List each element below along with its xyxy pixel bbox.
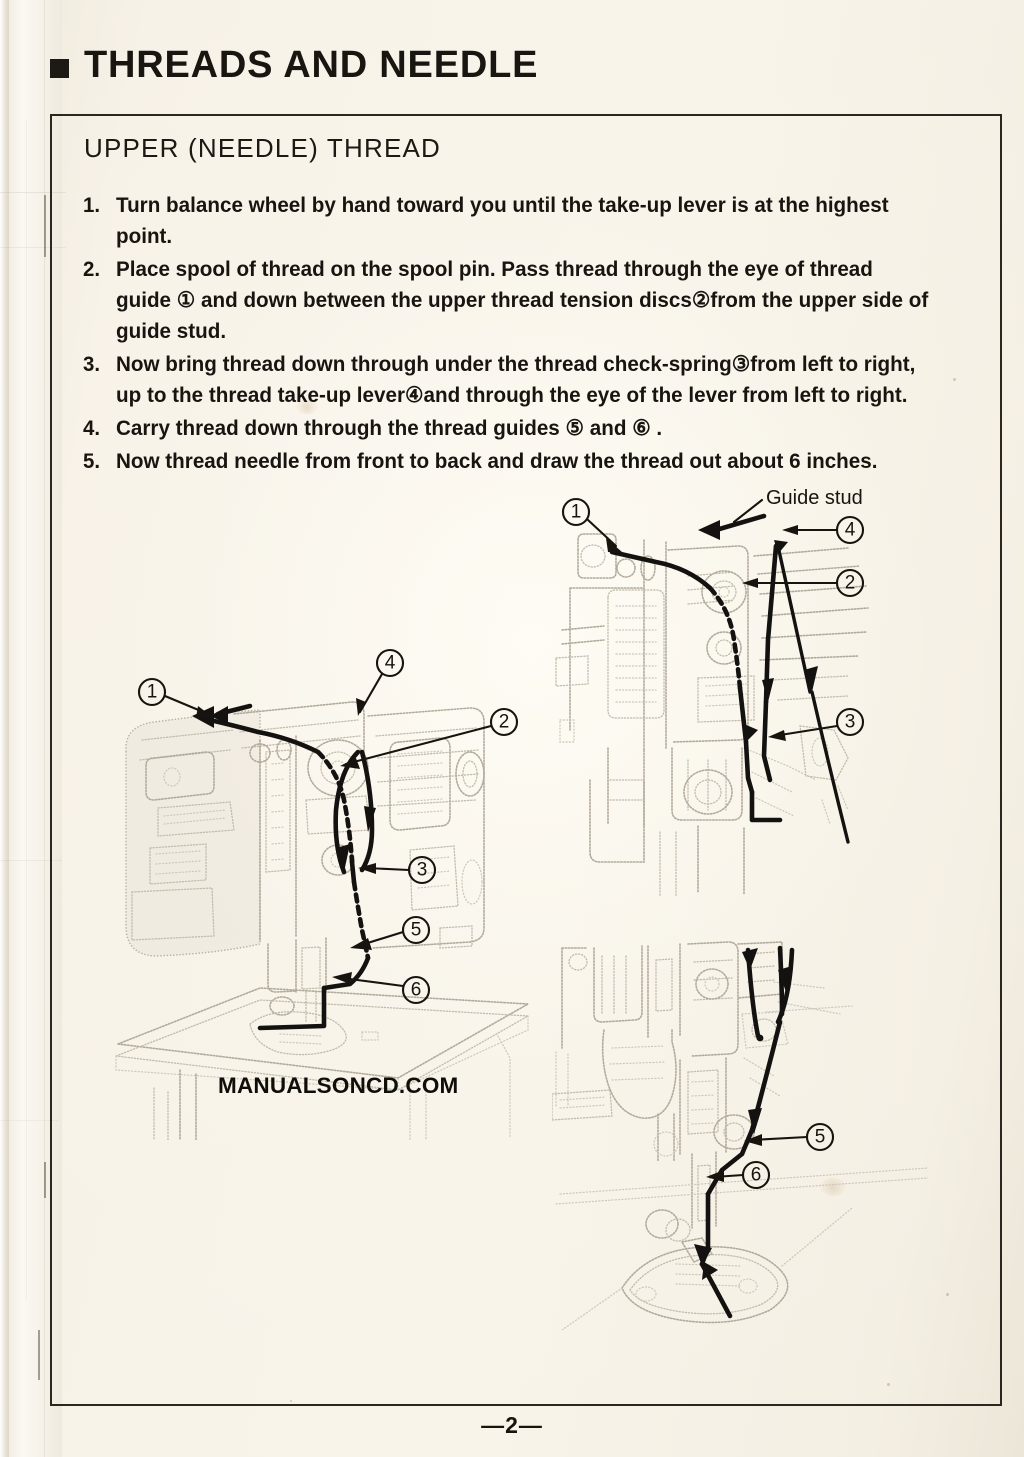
sewing-machine-full-drawing: 1 4 2 3 [115,648,530,1140]
instruction-step: 5. Now thread needle from front to back … [83,446,963,477]
binding-tick [38,1330,40,1380]
callout-6: 6 [332,972,431,1005]
figure-needle-bar-detail: 5 6 [552,918,928,1330]
callout-1-label: 1 [571,502,582,523]
callout-6: 6 [706,1160,771,1190]
instruction-step: 4. Carry thread down through the thread … [83,413,963,444]
section-heading: UPPER (NEEDLE) THREAD [84,133,442,163]
figure-sewing-machine-full: 1 4 2 3 [110,640,530,1140]
page-left-edge [0,0,9,1457]
callout-3: 3 [768,707,865,741]
page-title: THREADS AND NEEDLE [84,44,539,86]
thread-path [694,945,795,1319]
content-border-box [50,114,1002,1406]
machine-head-detail-drawing: Guide stud 1 4 2 [555,487,869,897]
step-text: Turn balance wheel by hand toward you un… [116,193,889,248]
machine-outline [555,533,869,897]
callout-3: 3 [358,855,437,885]
step-number: 5. [83,449,101,473]
paper-crease [44,0,45,1457]
callout-5: 5 [350,915,431,950]
page-header: THREADS AND NEEDLE [50,44,538,87]
callout-2-label: 2 [499,712,510,733]
callout-5: 5 [744,1122,835,1152]
callout-4-label: 4 [385,653,396,674]
paper-crease [26,120,27,1300]
needle-bar-detail-drawing: 5 6 [552,941,928,1330]
instruction-step: 1. Turn balance wheel by hand toward you… [83,190,963,252]
step-text: Carry thread down through the thread gui… [116,416,663,440]
guide-stud-label: Guide stud [766,487,863,509]
machine-outline [115,701,530,1140]
callout-6-label: 6 [411,980,422,1001]
step-text: Place spool of thread on the spool pin. … [116,257,929,343]
callout-4: 4 [356,648,405,716]
step-text: Now bring thread down through under the … [116,352,916,407]
watermark-text: MANUALSONCD.COM [218,1073,459,1098]
callout-2: 2 [340,707,519,769]
callout-4-label: 4 [845,520,856,541]
callout-4: 4 [782,515,865,545]
instruction-list: 1. Turn balance wheel by hand toward you… [83,190,963,479]
callout-2: 2 [742,568,865,598]
callout-1-label: 1 [147,682,158,703]
figure-machine-head-detail: Guide stud 1 4 2 [548,480,928,900]
thread-path [609,540,850,844]
callout-3-label: 3 [417,860,428,881]
binding-tick [44,195,46,257]
binding-tick [44,1162,46,1198]
step-number: 3. [83,352,101,376]
callout-1: 1 [561,497,622,552]
step-text: Now thread needle from front to back and… [116,449,878,473]
step-number: 4. [83,416,101,440]
callout-3-label: 3 [845,712,856,733]
callout-1: 1 [137,677,214,718]
page-number: —2— [481,1412,543,1438]
machine-outline [552,941,928,1330]
instruction-step: 2. Place spool of thread on the spool pi… [83,254,963,347]
callout-5-label: 5 [411,920,422,941]
callout-2-label: 2 [845,573,856,594]
square-bullet-icon [50,59,69,78]
step-number: 2. [83,257,101,281]
callout-5-label: 5 [815,1127,826,1148]
guide-stud-annotation: Guide stud [698,487,863,540]
instruction-step: 3. Now bring thread down through under t… [83,349,963,411]
step-number: 1. [83,193,101,217]
callout-6-label: 6 [751,1165,762,1186]
